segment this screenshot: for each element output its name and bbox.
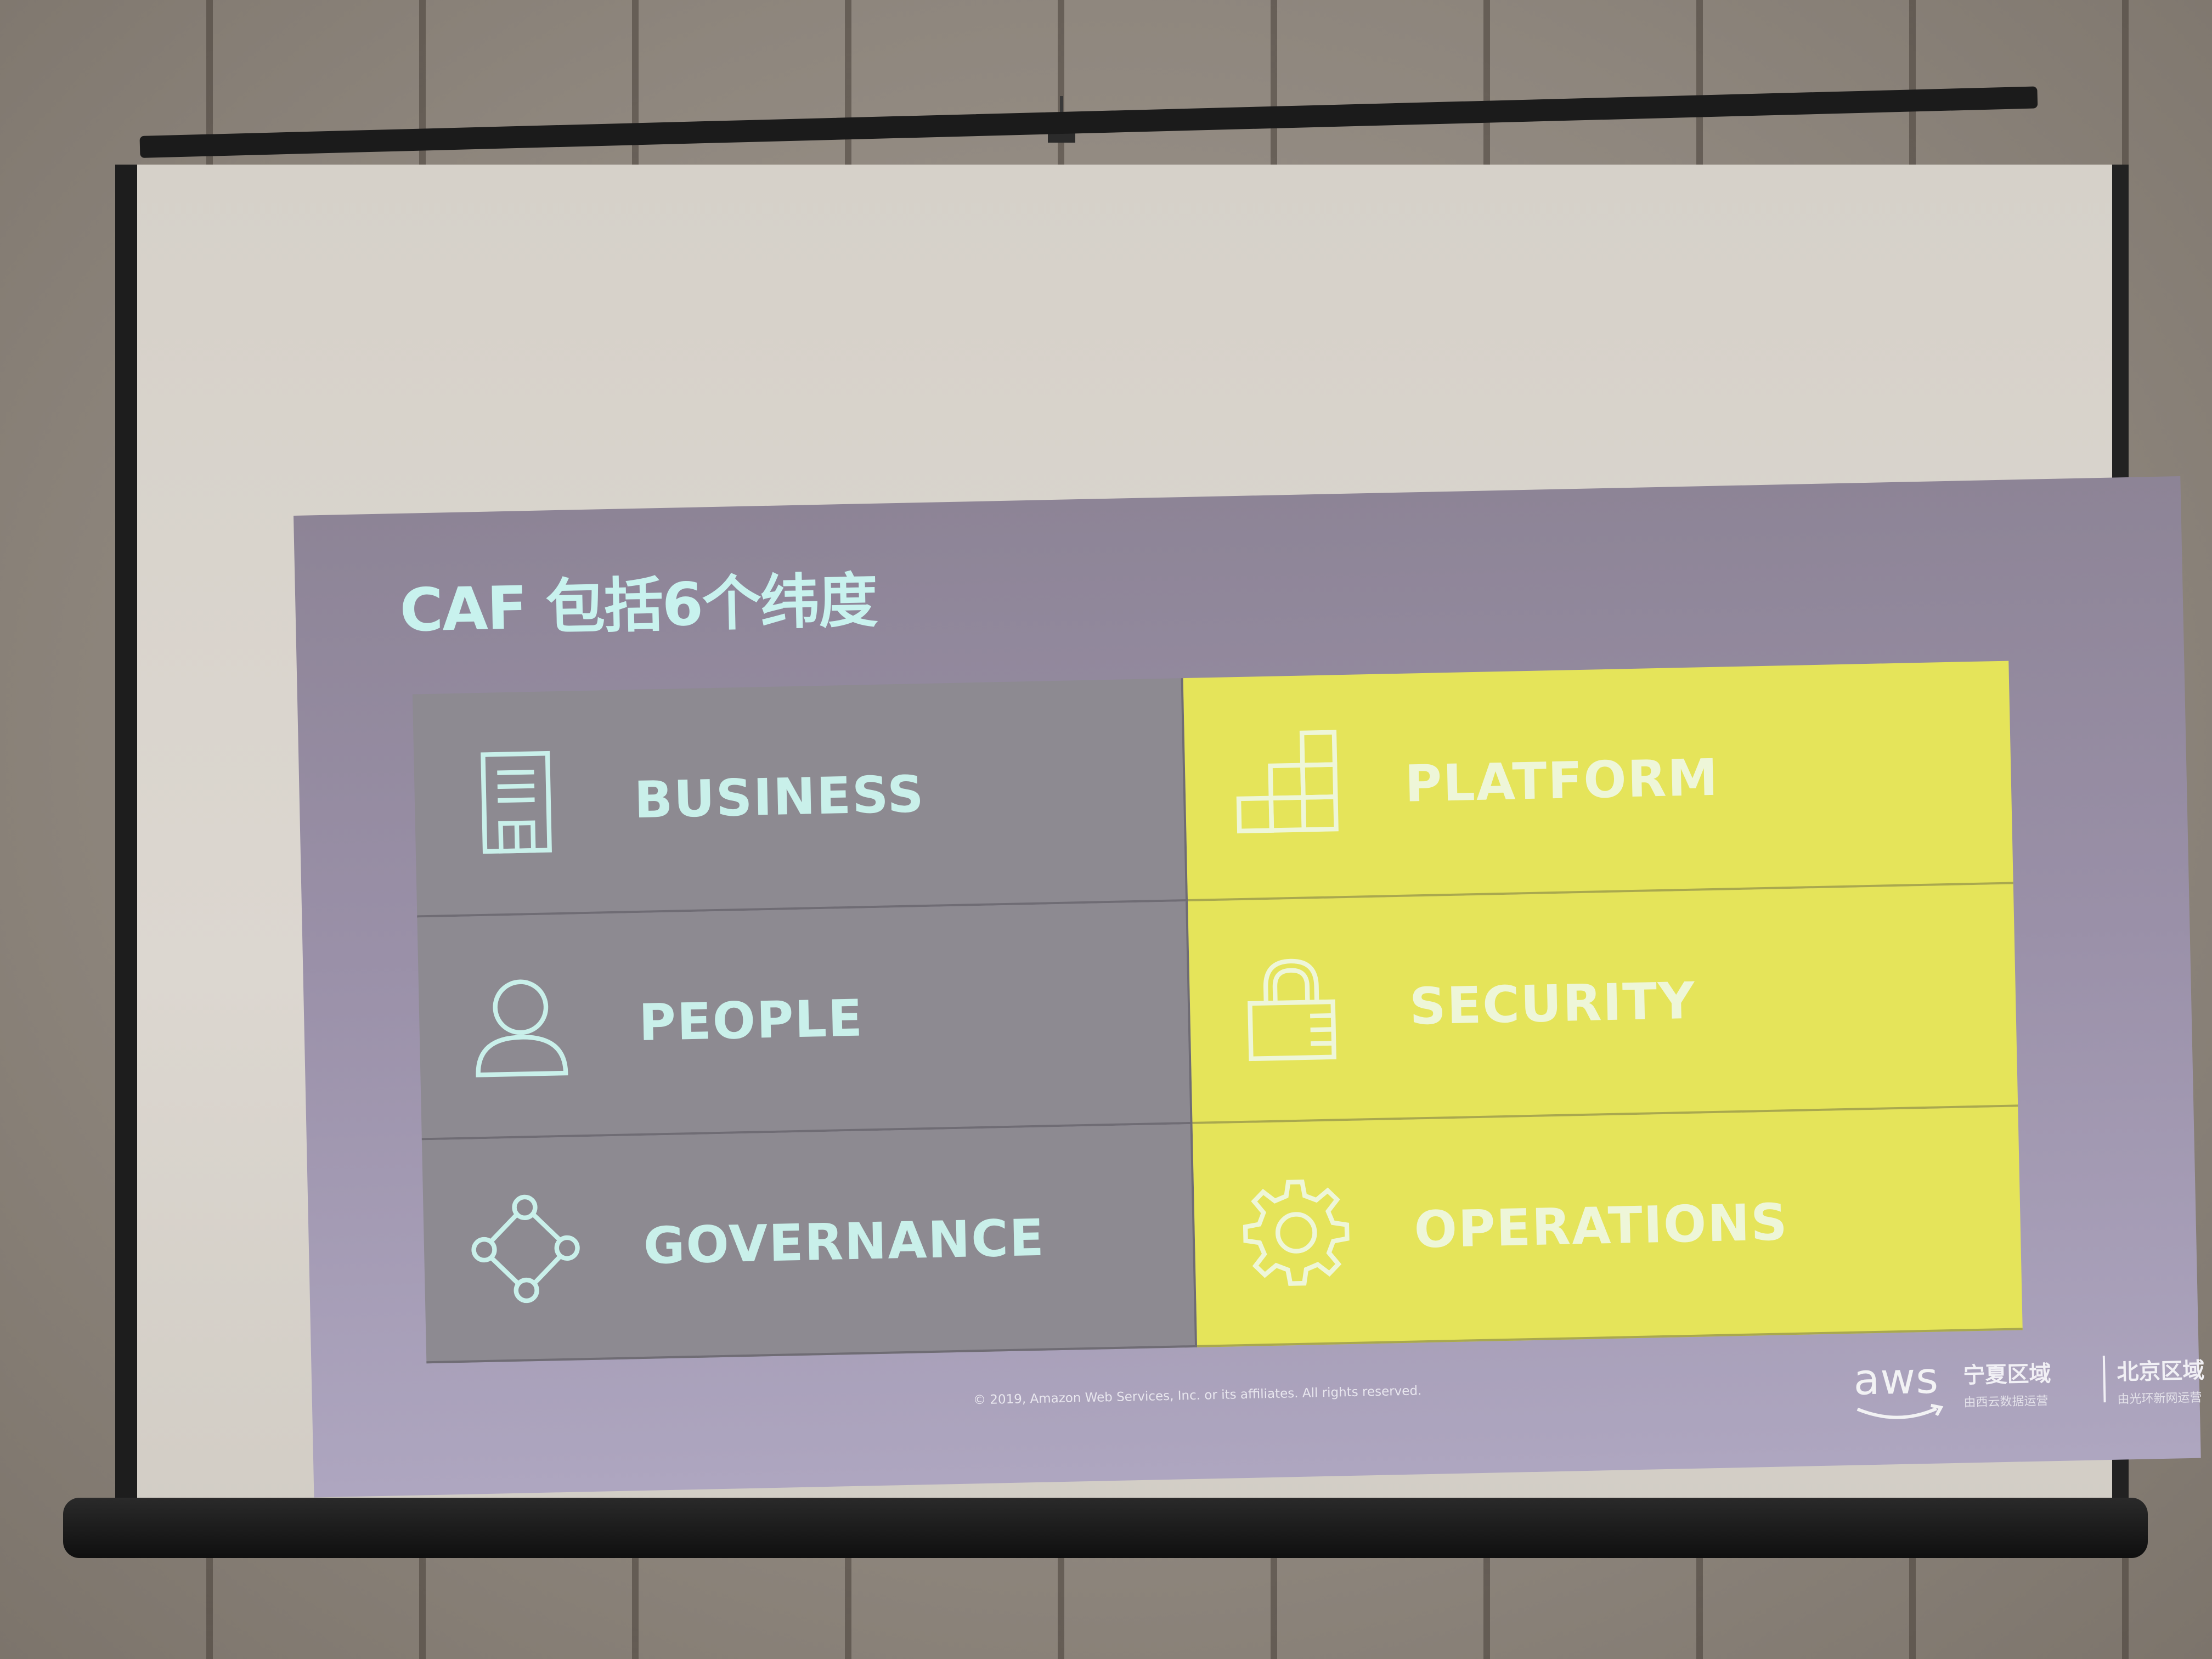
lock-icon [1248,958,1336,1062]
document-icon [481,751,552,854]
projector-screen: CAF 包括6个纬度 BUSINESS [115,165,2205,1520]
region-name: 宁夏区域 [1963,1361,2051,1389]
dimension-label: SECURITY [1409,972,1696,1037]
dimension-platform: PLATFORM [1183,661,2013,901]
region-name: 北京区域 [2116,1358,2205,1385]
dimension-operations: OPERATIONS [1192,1107,2023,1347]
dimension-governance: GOVERNANCE [421,1124,1198,1364]
gear-icon [1243,1179,1350,1286]
dimension-label: OPERATIONS [1413,1193,1789,1260]
copyright-footer: © 2019, Amazon Web Services, Inc. or its… [973,1384,1422,1408]
presentation-slide: CAF 包括6个纬度 BUSINESS [294,476,2205,1498]
dimension-label: GOVERNANCE [642,1208,1046,1276]
aws-smile-icon [1857,1403,1944,1419]
region-ningxia: 宁夏区域 由西云数据运营 [1963,1356,2052,1410]
dimension-label: BUSINESS [633,764,926,830]
region-divider [2102,1356,2106,1403]
projector-screen-bottom-bar [63,1498,2148,1558]
blocks-icon [1236,730,1339,834]
region-beijing: 北京区域 由光环新网运营 [2117,1352,2205,1407]
aws-logo: aws [1853,1353,1948,1426]
region-operator: 由西云数据运营 [1963,1394,2049,1410]
dimension-security: SECURITY [1188,884,2018,1125]
region-operator: 由光环新网运营 [2117,1391,2202,1407]
aws-logo-text: aws [1853,1353,1939,1405]
person-icon [476,979,568,1077]
dimension-label: PEOPLE [638,989,864,1053]
dimension-business: BUSINESS [412,678,1188,918]
dimensions-grid: BUSINESS PLATFORM PEOPLE [412,661,2023,1364]
dimension-label: PLATFORM [1404,748,1719,814]
network-icon [471,1194,580,1303]
slide-title: CAF 包括6个纬度 [399,566,878,645]
dimension-people: PEOPLE [417,901,1193,1141]
